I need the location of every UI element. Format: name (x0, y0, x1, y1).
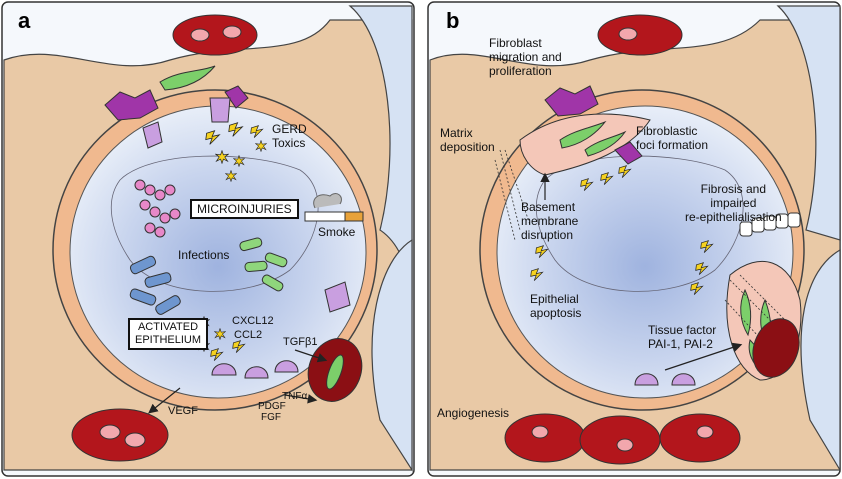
green-bacilli-a (239, 237, 288, 292)
arrow-vegf (148, 387, 181, 414)
macrophage-a1 (104, 89, 159, 121)
fibroblasts-top-b (559, 120, 627, 157)
cuboidal-cells-b (739, 212, 801, 237)
macrophage-a2 (224, 85, 249, 109)
capillary-top-b (597, 14, 683, 56)
fibroblast-a (159, 65, 216, 91)
epithelial-cells-b (634, 373, 696, 386)
neighbour-alveolus-a2 (371, 238, 413, 473)
lumen-outline-b (535, 155, 744, 292)
panel-letter-a: a (18, 8, 31, 33)
neighbour-alveolus-b (776, 5, 841, 241)
capillary-right-b (752, 318, 800, 378)
pink-bacteria-a (134, 179, 181, 238)
arrow-tissue-factor (664, 342, 743, 371)
alveolar-lumen-b (496, 105, 794, 399)
capillary-top-a (172, 14, 258, 56)
macrophages-top-b (544, 85, 643, 165)
capillaries-bottom-b (504, 413, 741, 465)
panel-b (427, 1, 841, 477)
panel-a (1, 1, 415, 477)
capillary-bottom-a (71, 408, 169, 462)
blue-bacilli-a (129, 255, 181, 315)
panel-letter-b: b (446, 8, 460, 33)
arrow-growth-factors (284, 394, 318, 404)
neighbour-alveolus-b2 (800, 248, 841, 473)
epithelial-cells-a (142, 97, 351, 379)
arrow-tgfb (294, 349, 328, 363)
cigarette-a (304, 193, 364, 222)
